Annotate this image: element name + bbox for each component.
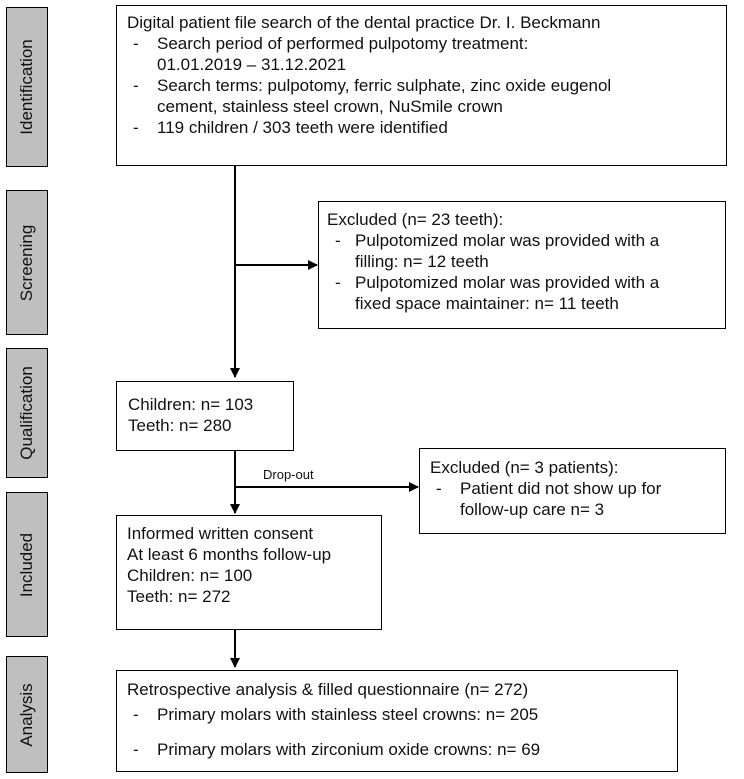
- stage-qualification: Qualification: [6, 348, 48, 478]
- screening-excluded-item: - Pulpotomized molar was provided with a…: [327, 230, 717, 272]
- included-line: Informed written consent: [127, 524, 314, 543]
- stage-label-screening: Screening: [17, 224, 36, 301]
- identification-item: - 119 children / 303 teeth were identifi…: [127, 117, 716, 138]
- stage-label-included: Included: [17, 532, 36, 597]
- qualification-line: Children: n= 103: [128, 395, 254, 414]
- screening-excluded-title: Excluded (n= 23 teeth):: [327, 210, 504, 229]
- stage-screening: Screening: [6, 190, 48, 335]
- identification-item-line: 01.01.2019 – 31.12.2021: [157, 55, 347, 74]
- dash: -: [133, 34, 139, 53]
- identification-item: - Search period of performed pulpotomy t…: [127, 33, 716, 75]
- dropout-excluded-item-line: follow-up care n= 3: [460, 500, 605, 519]
- identification-item: - Search terms: pulpotomy, ferric sulpha…: [127, 75, 716, 117]
- identification-box: Digital patient file search of the denta…: [116, 5, 727, 166]
- analysis-item-line: Primary molars with stainless steel crow…: [157, 705, 539, 724]
- dash: -: [133, 705, 139, 724]
- analysis-item-line: Primary molars with zirconium oxide crow…: [157, 740, 541, 759]
- screening-excluded-item-line: Pulpotomized molar was provided with a: [355, 273, 660, 292]
- analysis-item: - Primary molars with zirconium oxide cr…: [127, 739, 667, 760]
- dropout-label: Drop-out: [263, 467, 314, 482]
- identification-item-line: Search period of performed pulpotomy tre…: [157, 34, 529, 53]
- stage-included: Included: [6, 492, 48, 637]
- included-box: Informed written consent At least 6 mont…: [116, 515, 382, 630]
- dash: -: [436, 479, 442, 498]
- dash: -: [133, 740, 139, 759]
- identification-title: Digital patient file search of the denta…: [127, 13, 601, 32]
- identification-item-line: Search terms: pulpotomy, ferric sulphate…: [157, 76, 612, 95]
- screening-excluded-box: Excluded (n= 23 teeth): - Pulpotomized m…: [318, 201, 726, 329]
- analysis-item: - Primary molars with stainless steel cr…: [127, 704, 667, 725]
- dash: -: [133, 76, 139, 95]
- stage-label-qualification: Qualification: [17, 366, 36, 460]
- qualification-line: Teeth: n= 280: [128, 416, 232, 435]
- stage-label-analysis: Analysis: [17, 682, 36, 747]
- dash: -: [335, 273, 341, 292]
- screening-excluded-item-line: filling: n= 12 teeth: [355, 252, 489, 271]
- analysis-title: Retrospective analysis & filled question…: [127, 680, 529, 699]
- stage-analysis: Analysis: [6, 656, 48, 773]
- qualification-box: Children: n= 103 Teeth: n= 280: [116, 381, 294, 451]
- included-line: Teeth: n= 272: [127, 587, 231, 606]
- dropout-excluded-item: - Patient did not show up for follow-up …: [430, 478, 715, 520]
- included-line: Children: n= 100: [127, 566, 253, 585]
- stage-label-identification: Identification: [17, 39, 36, 135]
- dropout-excluded-item-line: Patient did not show up for: [460, 479, 662, 498]
- screening-excluded-item: - Pulpotomized molar was provided with a…: [327, 272, 717, 314]
- included-line: At least 6 months follow-up: [127, 545, 332, 564]
- dash: -: [133, 118, 139, 137]
- identification-item-line: 119 children / 303 teeth were identified: [157, 118, 448, 137]
- dropout-excluded-box: Excluded (n= 3 patients): - Patient did …: [419, 448, 726, 534]
- analysis-box: Retrospective analysis & filled question…: [116, 670, 678, 772]
- dropout-excluded-title: Excluded (n= 3 patients):: [430, 458, 619, 477]
- screening-excluded-item-line: Pulpotomized molar was provided with a: [355, 231, 660, 250]
- dash: -: [335, 231, 341, 250]
- screening-excluded-item-line: fixed space maintainer: n= 11 teeth: [355, 294, 619, 313]
- stage-identification: Identification: [6, 7, 48, 167]
- identification-item-line: cement, stainless steel crown, NuSmile c…: [157, 97, 503, 116]
